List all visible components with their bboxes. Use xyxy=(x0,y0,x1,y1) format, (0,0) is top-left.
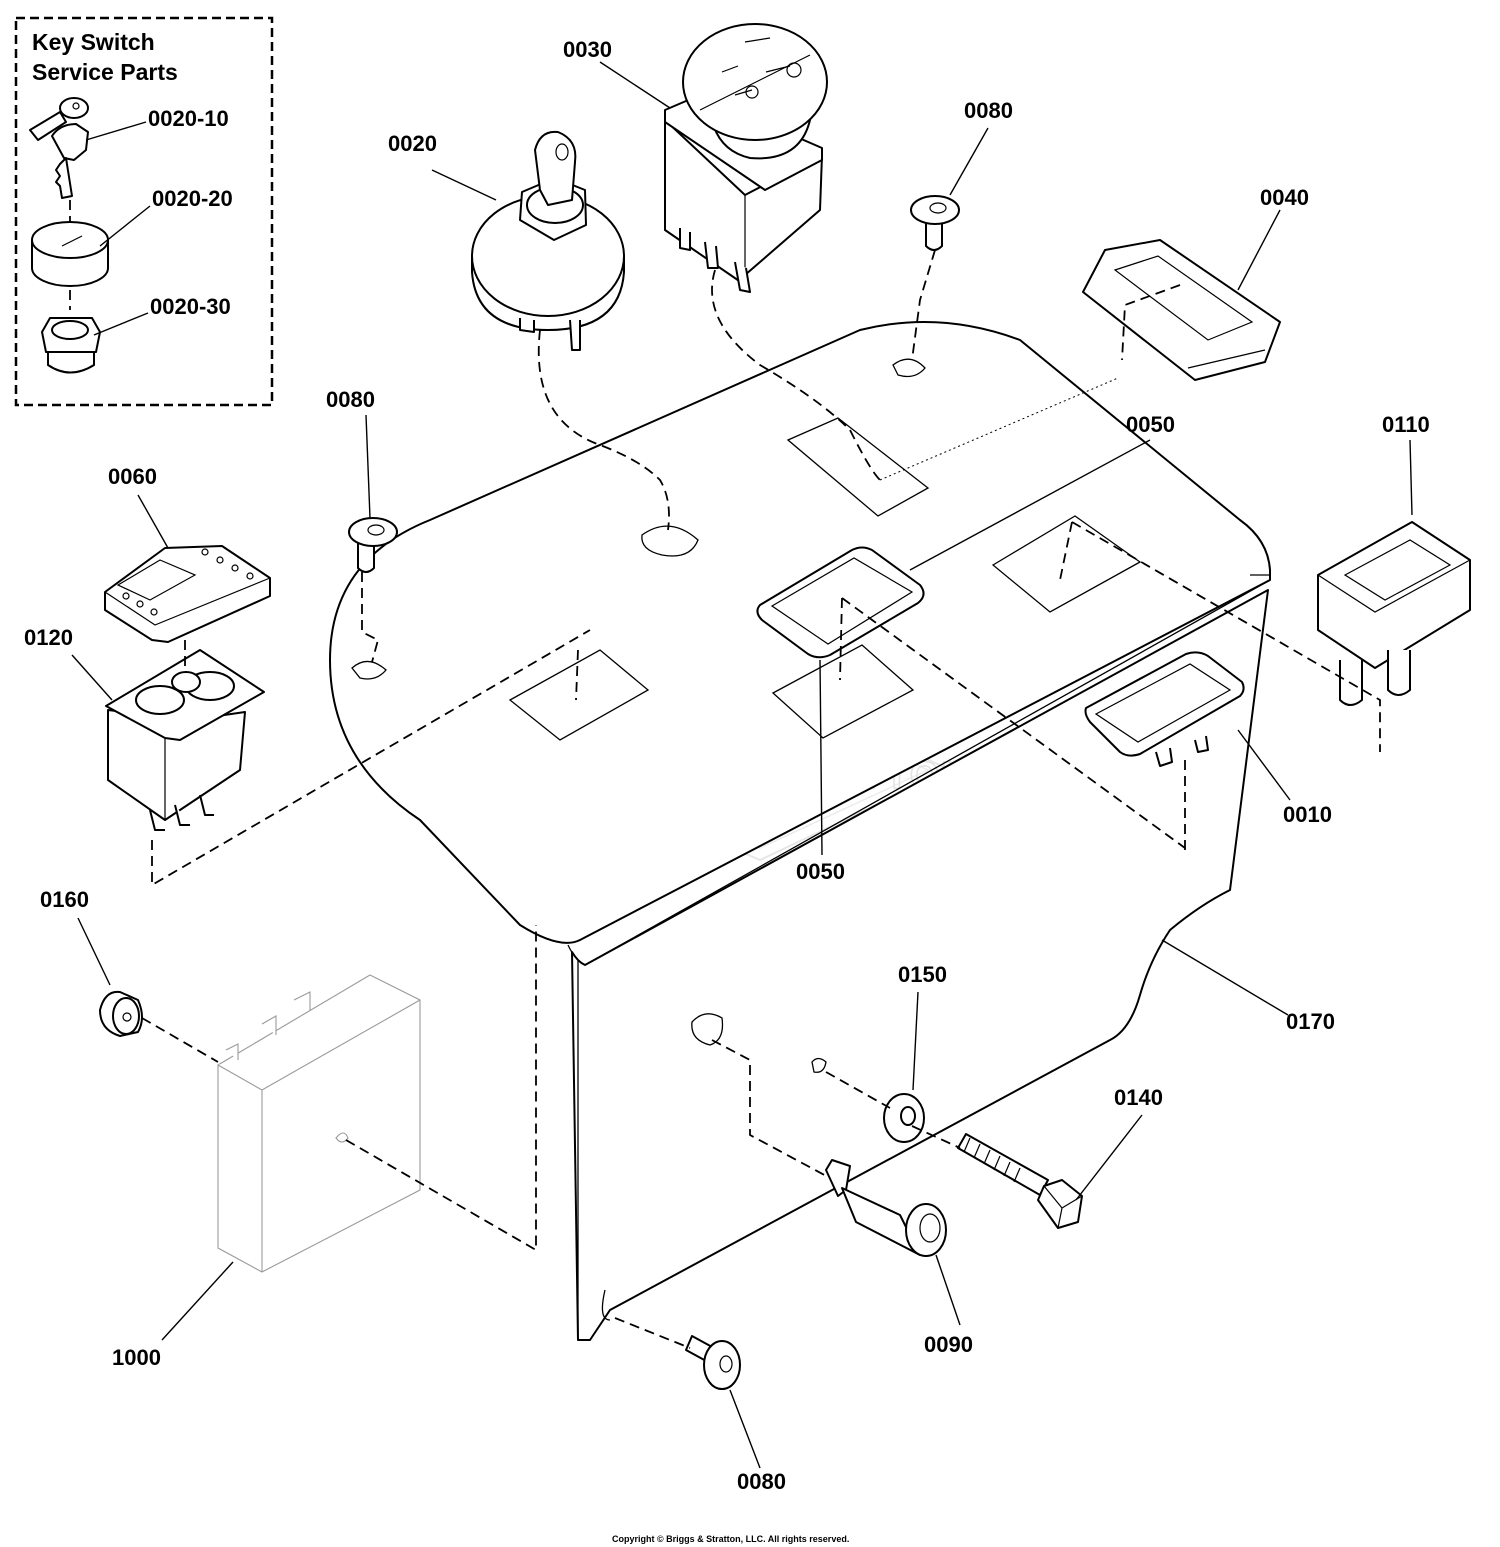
assembly-lines xyxy=(141,249,1381,1349)
label-0020-30: 0020-30 xyxy=(150,294,231,319)
switch-cover-0010 xyxy=(1084,651,1245,767)
key-switch-0020 xyxy=(471,130,625,351)
key-icon xyxy=(29,97,89,199)
bezel-0040 xyxy=(1082,239,1281,381)
label-0110: 0110 xyxy=(1382,412,1430,437)
gasket-0050 xyxy=(756,546,925,659)
label-0160: 0160 xyxy=(40,887,89,912)
label-0170: 0170 xyxy=(1286,1009,1335,1034)
label-0140: 0140 xyxy=(1114,1085,1163,1110)
copyright-notice: Copyright © Briggs & Stratton, LLC. All … xyxy=(612,1534,849,1544)
inset-title-line2: Service Parts xyxy=(32,59,178,85)
part-labels: 0020 0030 0080 0040 0050 0080 0110 0060 … xyxy=(24,37,1430,1494)
label-0040: 0040 xyxy=(1260,185,1309,210)
screw-0080-top xyxy=(910,195,960,251)
label-0050-top: 0050 xyxy=(1126,412,1175,437)
inset-title-line1: Key Switch xyxy=(32,29,155,55)
inset-border xyxy=(14,16,274,407)
indicator-light-0090 xyxy=(825,1159,947,1257)
rocker-cover-0060 xyxy=(104,545,271,643)
bolt-0140 xyxy=(957,1133,1083,1229)
label-0050-bottom: 0050 xyxy=(796,859,845,884)
module-1000 xyxy=(217,974,421,1273)
label-0020-10: 0020-10 xyxy=(148,106,229,131)
label-0150: 0150 xyxy=(898,962,947,987)
screw-0080-left xyxy=(348,517,398,573)
label-0020: 0020 xyxy=(388,131,437,156)
label-0120: 0120 xyxy=(24,625,73,650)
rocker-switch-0120 xyxy=(105,649,265,831)
screw-0080-bottom xyxy=(685,1335,741,1390)
leader-lines xyxy=(71,61,1413,1469)
key-cap-icon xyxy=(31,221,109,287)
label-0010: 0010 xyxy=(1283,802,1332,827)
label-0030: 0030 xyxy=(563,37,612,62)
label-0020-20: 0020-20 xyxy=(152,186,233,211)
switch-0110 xyxy=(1317,521,1471,706)
pto-switch-0030 xyxy=(664,23,828,293)
dash-panel-0170 xyxy=(329,321,1271,1341)
label-0060: 0060 xyxy=(108,464,157,489)
label-0080-top: 0080 xyxy=(964,98,1013,123)
grommet-0160 xyxy=(99,990,143,1037)
washer-0150 xyxy=(883,1093,925,1143)
key-switch-service-parts-inset: Key Switch Service Parts 0020-10 0020-2 xyxy=(14,16,274,407)
label-0080-bottom: 0080 xyxy=(737,1469,786,1494)
label-0090: 0090 xyxy=(924,1332,973,1357)
label-1000: 1000 xyxy=(112,1345,161,1370)
switch-nut-icon xyxy=(41,317,101,374)
label-0080-left: 0080 xyxy=(326,387,375,412)
